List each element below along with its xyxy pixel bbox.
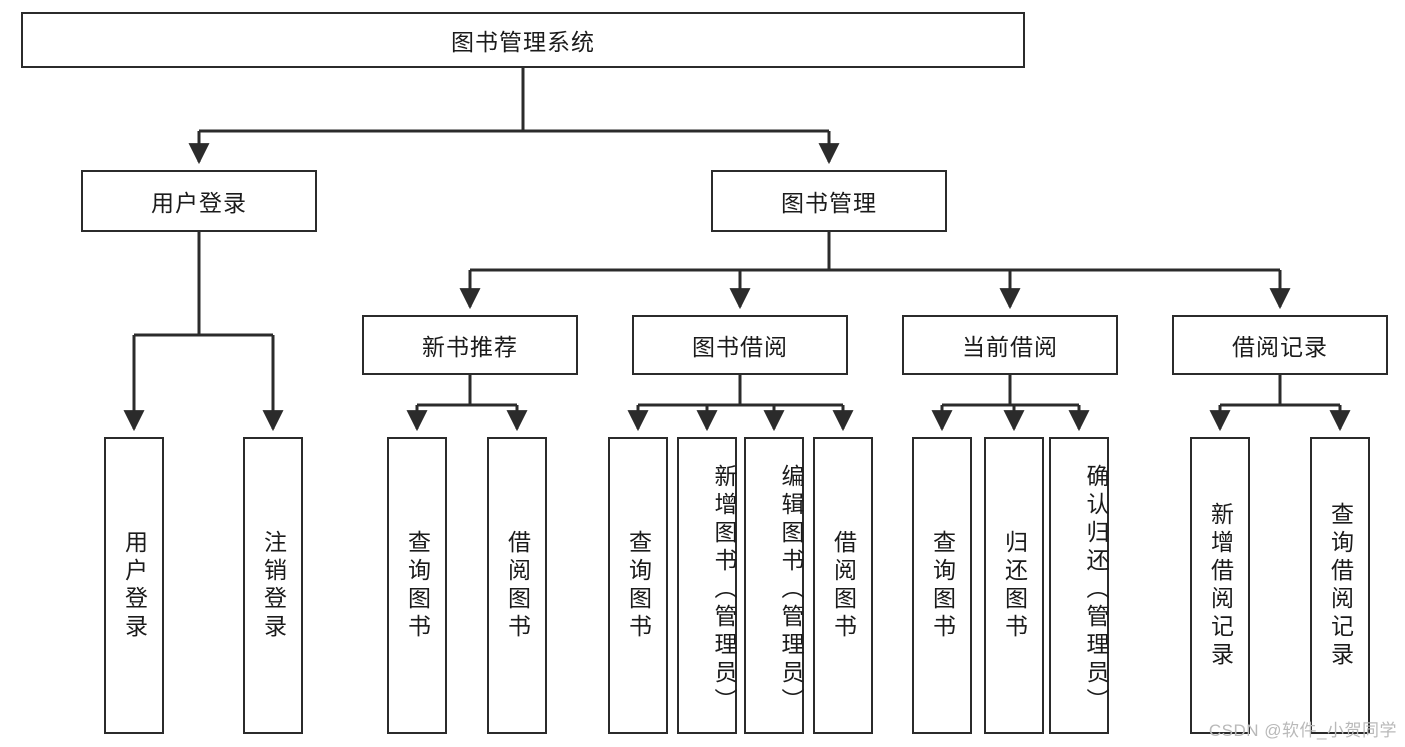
node-label: 查询借阅记录 <box>1327 501 1354 670</box>
node-leaf-borrow-book-recommend[interactable]: 借阅图书 <box>487 437 547 734</box>
node-label: 用户登录 <box>121 529 148 642</box>
node-label: 用户登录 <box>151 190 247 216</box>
node-current-borrow[interactable]: 当前借阅 <box>902 315 1118 375</box>
node-leaf-edit-book-admin[interactable]: 编辑图书（管理员） <box>744 437 804 734</box>
node-label: 新书推荐 <box>422 334 518 360</box>
node-label: 新增图书（管理员） <box>711 463 737 716</box>
node-label: 当前借阅 <box>962 334 1058 360</box>
node-label: 查询图书 <box>625 529 652 642</box>
edge-group-new-book-rec <box>406 375 528 432</box>
node-label: 查询图书 <box>929 529 956 642</box>
edge-group-root <box>188 68 840 165</box>
edge-group-borrow-record <box>1209 375 1351 432</box>
edge-group-book-borrow <box>627 375 854 432</box>
node-leaf-confirm-return-admin[interactable]: 确认归还（管理员） <box>1049 437 1109 734</box>
node-label: 新增借阅记录 <box>1207 501 1234 670</box>
node-label: 确认归还（管理员） <box>1083 463 1109 716</box>
node-label: 图书管理系统 <box>451 29 595 55</box>
edge-group-current-borrow <box>931 375 1090 432</box>
node-leaf-query-borrow-record[interactable]: 查询借阅记录 <box>1310 437 1370 734</box>
node-label: 图书借阅 <box>692 334 788 360</box>
node-leaf-return-book[interactable]: 归还图书 <box>984 437 1044 734</box>
node-new-book-recommendation[interactable]: 新书推荐 <box>362 315 578 375</box>
node-root-book-management-system[interactable]: 图书管理系统 <box>21 12 1025 68</box>
node-label: 借阅图书 <box>830 529 857 642</box>
node-leaf-user-logout[interactable]: 注销登录 <box>243 437 303 734</box>
node-label: 编辑图书（管理员） <box>778 463 804 716</box>
edge-group-user-login <box>123 232 284 432</box>
node-book-borrow[interactable]: 图书借阅 <box>632 315 848 375</box>
node-label: 借阅图书 <box>504 529 531 642</box>
node-leaf-user-login[interactable]: 用户登录 <box>104 437 164 734</box>
node-leaf-query-book-recommend[interactable]: 查询图书 <box>387 437 447 734</box>
node-label: 借阅记录 <box>1232 334 1328 360</box>
edge-group-book-manage <box>459 232 1291 310</box>
node-leaf-add-borrow-record[interactable]: 新增借阅记录 <box>1190 437 1250 734</box>
node-label: 注销登录 <box>260 529 287 642</box>
node-leaf-borrow-book[interactable]: 借阅图书 <box>813 437 873 734</box>
node-leaf-query-book-borrow[interactable]: 查询图书 <box>608 437 668 734</box>
node-book-manage[interactable]: 图书管理 <box>711 170 947 232</box>
node-user-login[interactable]: 用户登录 <box>81 170 317 232</box>
node-leaf-query-book-current[interactable]: 查询图书 <box>912 437 972 734</box>
node-label: 查询图书 <box>404 529 431 642</box>
node-label: 图书管理 <box>781 190 877 216</box>
node-borrow-record[interactable]: 借阅记录 <box>1172 315 1388 375</box>
node-label: 归还图书 <box>1001 529 1028 642</box>
node-leaf-add-book-admin[interactable]: 新增图书（管理员） <box>677 437 737 734</box>
